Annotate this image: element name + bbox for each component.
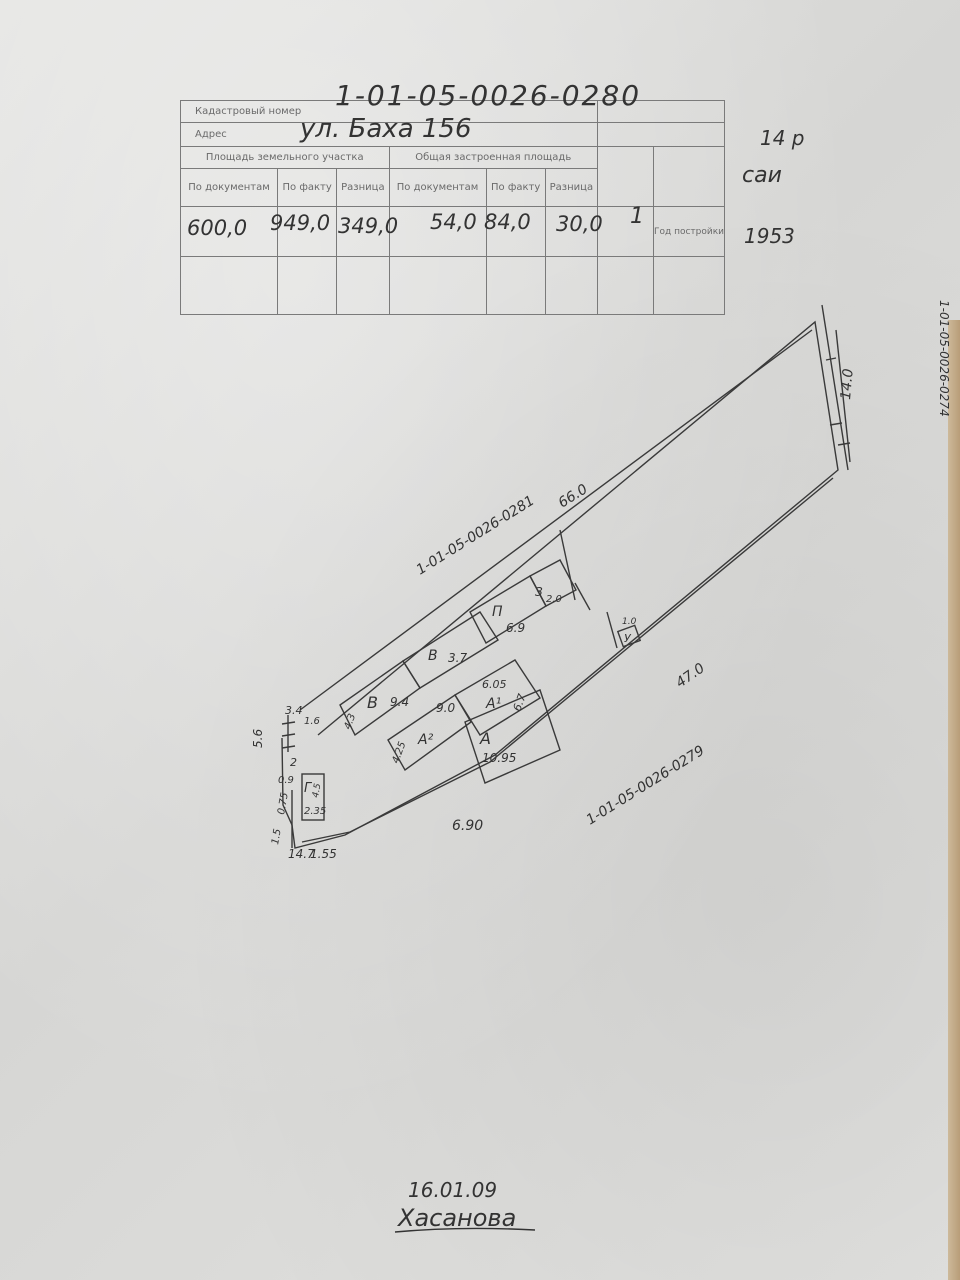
room-B: В <box>367 693 378 712</box>
dim-16: 1.6 <box>304 716 320 727</box>
room-B-h: 4.3 <box>342 712 358 731</box>
address-label: Адрес <box>195 129 227 140</box>
room-A2: А² <box>417 732 434 748</box>
building-Z-outline <box>529 559 577 607</box>
dim-155: 1.55 <box>310 847 337 861</box>
building-B3-outline <box>402 611 499 689</box>
dim-15: 1.5 <box>270 828 284 846</box>
neighbor-east: 1-01-05-0026-0274 <box>937 300 951 417</box>
land-area-docs: 600,0 <box>187 216 248 240</box>
build-year-label: Год постройки <box>654 226 725 237</box>
col-bld-diff: Разница <box>549 182 594 193</box>
area-table: Кадастровый номер Адрес Площадь земельно… <box>179 100 725 315</box>
room-P: П <box>492 604 503 620</box>
side-note-mid: саи <box>742 163 782 188</box>
cadastral-number: 1-01-05-0026-0280 <box>335 79 642 112</box>
room-B3: В <box>428 648 438 664</box>
col-land-diff: Разница <box>341 182 385 193</box>
building-A1-outline <box>454 659 541 736</box>
parcel-boundary-south <box>301 477 834 843</box>
room-B3-w: 3.7 <box>448 651 467 665</box>
room-A1-h: 6.7 <box>511 692 529 713</box>
land-area-fact: 949,0 <box>270 211 331 235</box>
col-land-fact: По факту <box>282 182 332 193</box>
room-A: А <box>479 729 491 748</box>
col-land-docs: По документам <box>188 182 270 193</box>
document-date: 16.01.09 <box>408 1178 498 1202</box>
dim-147: 14.7 <box>288 847 315 861</box>
cadastral-label: Кадастровый номер <box>195 106 302 117</box>
room-B-w: 9.4 <box>390 695 409 709</box>
building-A-outline <box>464 689 561 784</box>
room-G-w: 2.35 <box>304 806 326 817</box>
building-area-diff: 30,0 <box>556 212 603 236</box>
building-area-fact: 84,0 <box>484 210 531 234</box>
land-area-diff: 349,0 <box>338 214 399 238</box>
room-A1: А¹ <box>485 696 501 712</box>
dim-09: 0.9 <box>278 775 294 786</box>
table-edge <box>948 320 960 1280</box>
building-G-outline <box>301 773 325 821</box>
area-table-grid: Кадастровый номер Адрес Площадь земельно… <box>179 100 725 315</box>
room-G: Г <box>304 781 313 796</box>
address-value: ул. Баха 156 <box>300 114 472 144</box>
dim-075: 0.75 <box>276 792 291 816</box>
building-area-docs: 54,0 <box>430 210 477 234</box>
build-year-value: 1953 <box>744 224 795 248</box>
room-Z-w: 2.0 <box>546 594 562 605</box>
side-note-top: 14 р <box>760 126 805 150</box>
dim-34: 3.4 <box>285 704 303 717</box>
room-U-w: 1.0 <box>622 617 637 627</box>
signature: Хасанова <box>398 1204 517 1232</box>
col-bld-docs: По документам <box>396 182 479 193</box>
building-U-outline <box>616 624 642 648</box>
room-U: У <box>624 632 632 645</box>
dim-14: 14.0 <box>838 368 857 401</box>
col-bld-fact: По факту <box>491 182 541 193</box>
parcel-boundary-outer <box>281 320 839 849</box>
room-P-w: 6.9 <box>506 621 525 635</box>
dim-56: 5.6 <box>251 729 265 748</box>
building-count: 1 <box>630 204 644 229</box>
dim-2: 2 <box>290 756 297 769</box>
building-area-label: Общая застроенная площадь <box>415 152 572 163</box>
land-area-label: Площадь земельного участка <box>205 152 364 163</box>
room-G-h: 4.5 <box>311 782 323 798</box>
dim-690: 6.90 <box>452 818 483 834</box>
room-A-w: 10.95 <box>482 751 516 765</box>
room-Z: З <box>535 585 543 599</box>
building-A2-outline <box>387 694 472 772</box>
parcel-boundary-inner <box>299 329 813 711</box>
room-A2-w: 9.0 <box>436 701 455 715</box>
room-A1-w: 6.05 <box>482 678 507 691</box>
